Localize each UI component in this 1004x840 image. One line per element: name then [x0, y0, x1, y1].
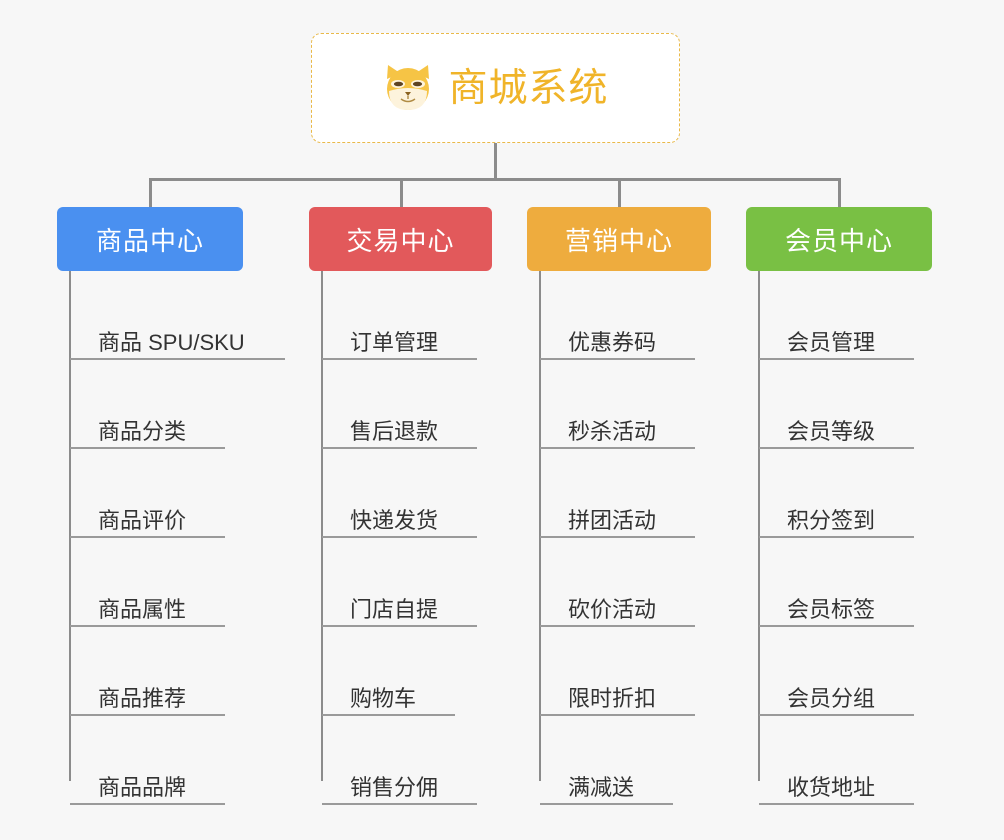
leaf-item-rule — [540, 625, 695, 627]
branch-spine-product-center — [69, 271, 71, 781]
leaf-item-label: 订单管理 — [350, 330, 439, 355]
category-box-product-center[interactable]: 商品中心 — [57, 207, 243, 271]
leaf-item[interactable]: 会员等级 — [759, 360, 932, 449]
leaf-item-label: 商品属性 — [98, 597, 187, 622]
leaf-item[interactable]: 会员标签 — [759, 538, 932, 627]
leaf-item[interactable]: 门店自提 — [322, 538, 492, 627]
leaf-item-label: 秒杀活动 — [568, 419, 657, 444]
leaf-item[interactable]: 商品评价 — [70, 449, 243, 538]
connector-stem — [494, 143, 497, 180]
branch-column-trade-center: 交易中心订单管理售后退款快递发货门店自提购物车销售分佣 — [309, 207, 492, 805]
leaf-item[interactable]: 积分签到 — [759, 449, 932, 538]
leaf-item-label: 收货地址 — [787, 775, 876, 800]
leaf-item[interactable]: 商品推荐 — [70, 627, 243, 716]
leaf-item-label: 商品分类 — [98, 419, 187, 444]
shiba-dog-face-icon — [382, 63, 434, 113]
leaf-list-product-center: 商品 SPU/SKU 商品分类商品评价商品属性商品推荐商品品牌 — [57, 271, 285, 805]
leaf-item-label: 优惠券码 — [568, 330, 657, 355]
leaf-item-rule — [70, 714, 225, 716]
connector-drop-product-center — [149, 178, 152, 207]
leaf-item-rule — [70, 625, 225, 627]
leaf-item-label: 满减送 — [568, 775, 635, 800]
leaf-item-rule — [322, 625, 477, 627]
leaf-item[interactable]: 快递发货 — [322, 449, 492, 538]
leaf-item-rule — [759, 536, 914, 538]
leaf-item-label: 积分签到 — [787, 508, 876, 533]
leaf-item-rule — [759, 358, 914, 360]
leaf-item-label: 拼团活动 — [568, 508, 657, 533]
leaf-item[interactable]: 商品品牌 — [70, 716, 243, 805]
leaf-item-label: 商品评价 — [98, 508, 187, 533]
leaf-item[interactable]: 砍价活动 — [540, 538, 711, 627]
leaf-item-rule — [540, 803, 673, 805]
branch-column-member-center: 会员中心会员管理会员等级积分签到会员标签会员分组收货地址 — [746, 207, 932, 805]
leaf-item[interactable]: 售后退款 — [322, 360, 492, 449]
leaf-item-rule — [70, 803, 225, 805]
leaf-item-label: 会员标签 — [787, 597, 876, 622]
root-node[interactable]: 商城系统 — [311, 33, 680, 143]
branch-spine-trade-center — [321, 271, 323, 781]
leaf-list-member-center: 会员管理会员等级积分签到会员标签会员分组收货地址 — [746, 271, 932, 805]
leaf-item[interactable]: 购物车 — [322, 627, 492, 716]
leaf-item-label: 售后退款 — [350, 419, 439, 444]
leaf-item-label: 商品 SPU/SKU — [98, 330, 245, 355]
connector-drop-marketing-center — [618, 178, 621, 207]
leaf-item-rule — [70, 447, 225, 449]
leaf-item-label: 门店自提 — [350, 597, 439, 622]
connector-bus — [150, 178, 840, 181]
leaf-item[interactable]: 秒杀活动 — [540, 360, 711, 449]
leaf-item-rule — [322, 714, 455, 716]
branch-spine-marketing-center — [539, 271, 541, 781]
leaf-list-trade-center: 订单管理售后退款快递发货门店自提购物车销售分佣 — [309, 271, 492, 805]
leaf-item-label: 限时折扣 — [568, 686, 657, 711]
leaf-item[interactable]: 优惠券码 — [540, 271, 711, 360]
leaf-item-rule — [70, 536, 225, 538]
leaf-item[interactable]: 限时折扣 — [540, 627, 711, 716]
connector-drop-member-center — [838, 178, 841, 207]
connector-drop-trade-center — [400, 178, 403, 207]
leaf-item-label: 商品品牌 — [98, 775, 187, 800]
leaf-item-rule — [759, 447, 914, 449]
category-box-marketing-center[interactable]: 营销中心 — [527, 207, 711, 271]
leaf-item-rule — [70, 358, 285, 360]
leaf-item-rule — [322, 447, 477, 449]
branch-column-product-center: 商品中心商品 SPU/SKU 商品分类商品评价商品属性商品推荐商品品牌 — [57, 207, 285, 805]
leaf-item-rule — [540, 358, 695, 360]
leaf-item[interactable]: 会员分组 — [759, 627, 932, 716]
branch-spine-member-center — [758, 271, 760, 781]
category-box-trade-center[interactable]: 交易中心 — [309, 207, 492, 271]
branch-column-marketing-center: 营销中心优惠券码秒杀活动拼团活动砍价活动限时折扣满减送 — [527, 207, 711, 805]
leaf-item-rule — [540, 536, 695, 538]
leaf-item-label: 会员管理 — [787, 330, 876, 355]
leaf-item-label: 会员等级 — [787, 419, 876, 444]
leaf-item[interactable]: 满减送 — [540, 716, 711, 805]
leaf-item-rule — [322, 803, 477, 805]
leaf-item-label: 购物车 — [350, 686, 417, 711]
leaf-item[interactable]: 商品 SPU/SKU — [70, 271, 285, 360]
leaf-item[interactable]: 商品属性 — [70, 538, 243, 627]
leaf-item[interactable]: 销售分佣 — [322, 716, 492, 805]
leaf-item[interactable]: 拼团活动 — [540, 449, 711, 538]
leaf-item-rule — [322, 536, 477, 538]
leaf-item-label: 快递发货 — [350, 508, 439, 533]
leaf-item-rule — [322, 358, 477, 360]
leaf-item-rule — [540, 714, 695, 716]
category-box-member-center[interactable]: 会员中心 — [746, 207, 932, 271]
leaf-item-rule — [759, 803, 914, 805]
leaf-item-label: 砍价活动 — [568, 597, 657, 622]
leaf-item-rule — [759, 714, 914, 716]
leaf-item[interactable]: 会员管理 — [759, 271, 932, 360]
leaf-item-label: 商品推荐 — [98, 686, 187, 711]
leaf-item-label: 销售分佣 — [350, 775, 439, 800]
leaf-item-rule — [540, 447, 695, 449]
leaf-item[interactable]: 商品分类 — [70, 360, 243, 449]
root-title: 商城系统 — [448, 66, 609, 110]
leaf-list-marketing-center: 优惠券码秒杀活动拼团活动砍价活动限时折扣满减送 — [527, 271, 711, 805]
leaf-item[interactable]: 收货地址 — [759, 716, 932, 805]
leaf-item-rule — [759, 625, 914, 627]
leaf-item-label: 会员分组 — [787, 686, 876, 711]
leaf-item[interactable]: 订单管理 — [322, 271, 492, 360]
